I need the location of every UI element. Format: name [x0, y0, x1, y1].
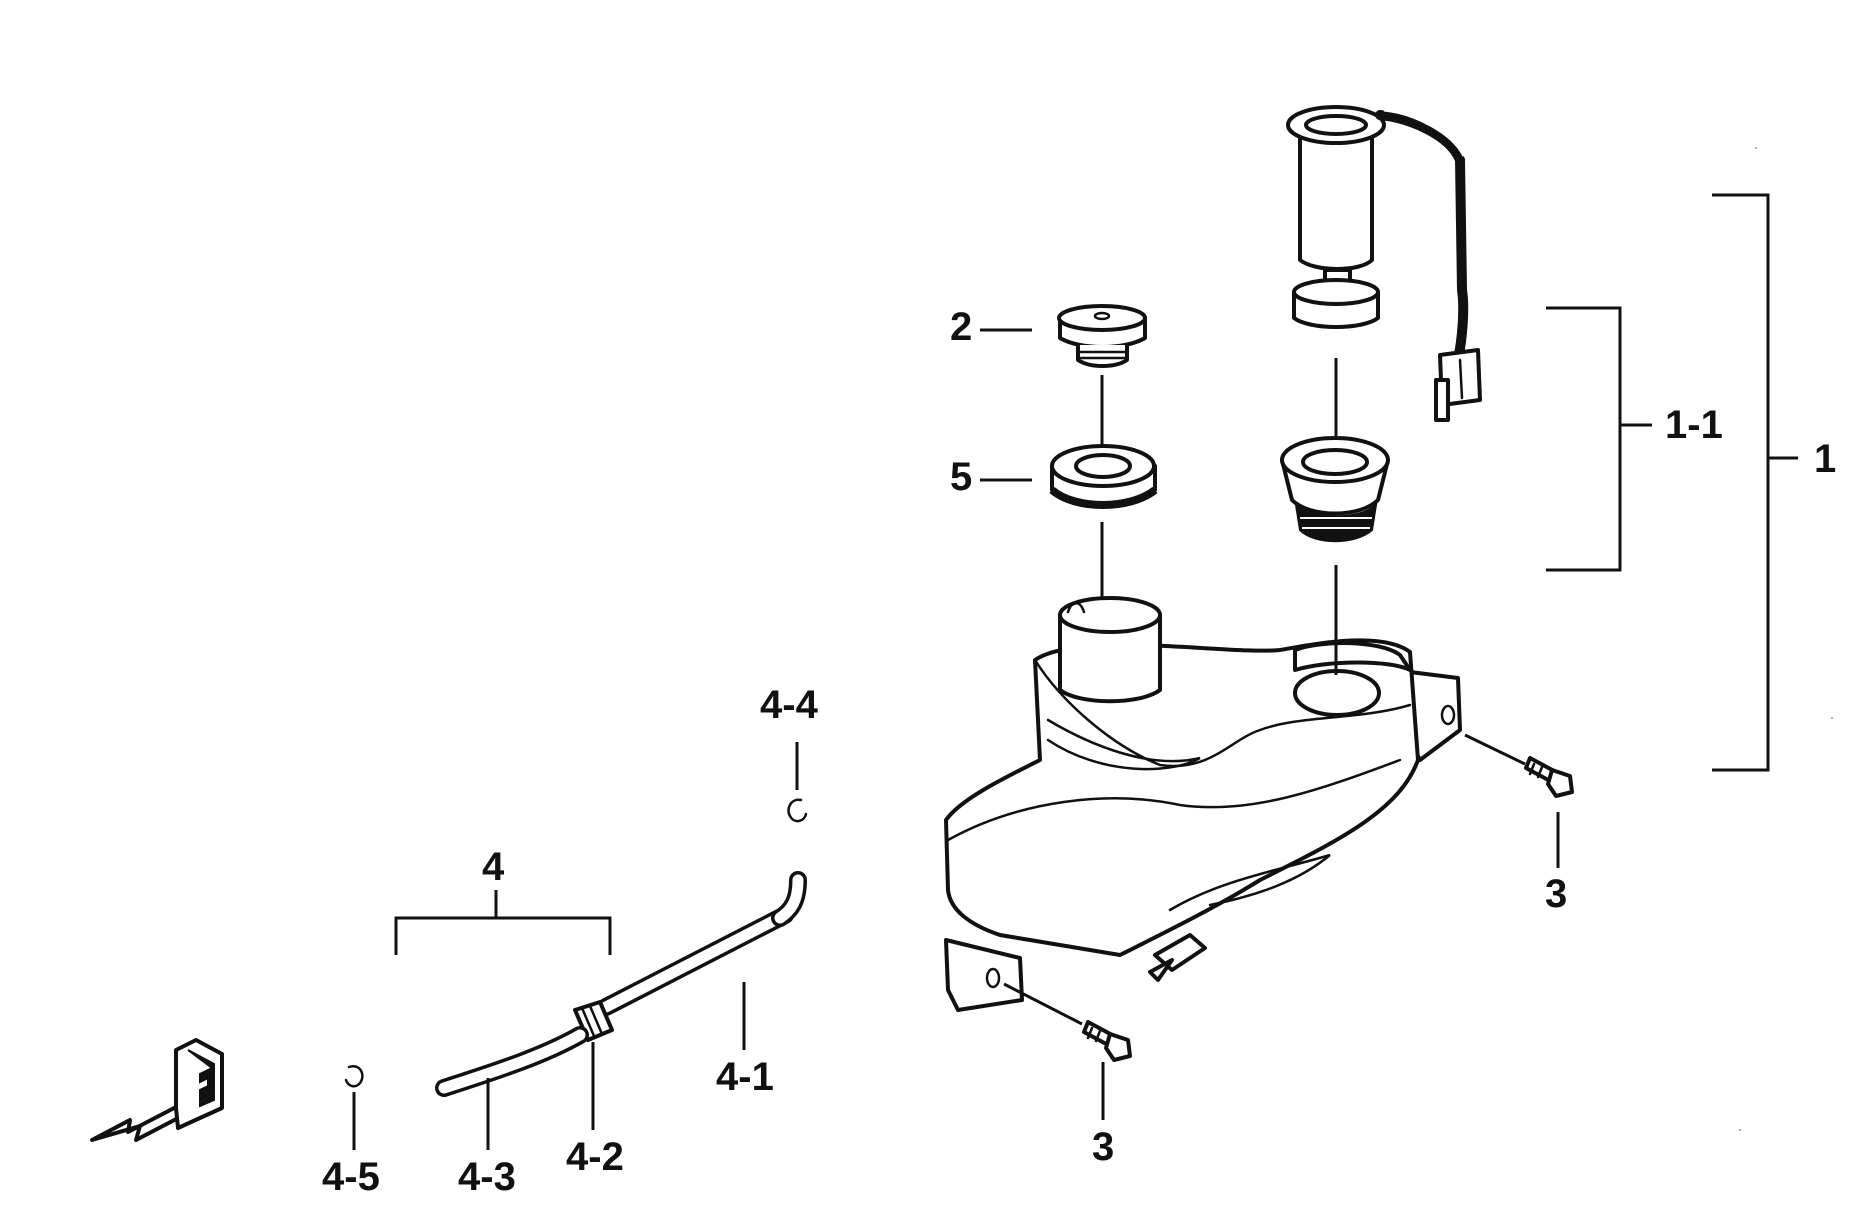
bracket-1 — [1712, 193, 1798, 772]
part-1-1-gauge — [1280, 105, 1482, 543]
callout-4-2: 4-2 — [566, 1135, 624, 1179]
part-4-3-tube — [435, 1026, 589, 1097]
callout-1-1: 1-1 — [1665, 403, 1723, 447]
callout-3-right: 3 — [1545, 872, 1567, 916]
oil-tank — [944, 596, 1462, 1012]
leader-lines — [352, 328, 1560, 1150]
part-4-5-clip — [344, 1064, 364, 1088]
callout-4-3: 4-3 — [458, 1155, 516, 1199]
bracket-4 — [394, 890, 612, 955]
part-3-bolt-left — [1082, 1020, 1132, 1062]
callout-4-5: 4-5 — [322, 1155, 380, 1199]
callout-3-left: 3 — [1092, 1125, 1114, 1169]
front-direction-arrow-icon: F — [90, 1038, 224, 1142]
bracket-1-1 — [1546, 306, 1652, 572]
callout-2: 2 — [950, 305, 972, 349]
part-2-cap — [1057, 304, 1147, 368]
callout-5: 5 — [950, 455, 972, 499]
part-3-bolt-right — [1524, 756, 1574, 798]
part-5-gasket — [1049, 444, 1158, 509]
callout-4-1: 4-1 — [716, 1055, 774, 1099]
scan-specks — [1739, 147, 1833, 1131]
callout-4: 4 — [482, 845, 505, 889]
callout-4-4: 4-4 — [760, 683, 819, 727]
part-4-1-hose — [597, 871, 807, 1016]
part-4-4-clip — [787, 798, 808, 823]
callout-1: 1 — [1814, 437, 1836, 481]
